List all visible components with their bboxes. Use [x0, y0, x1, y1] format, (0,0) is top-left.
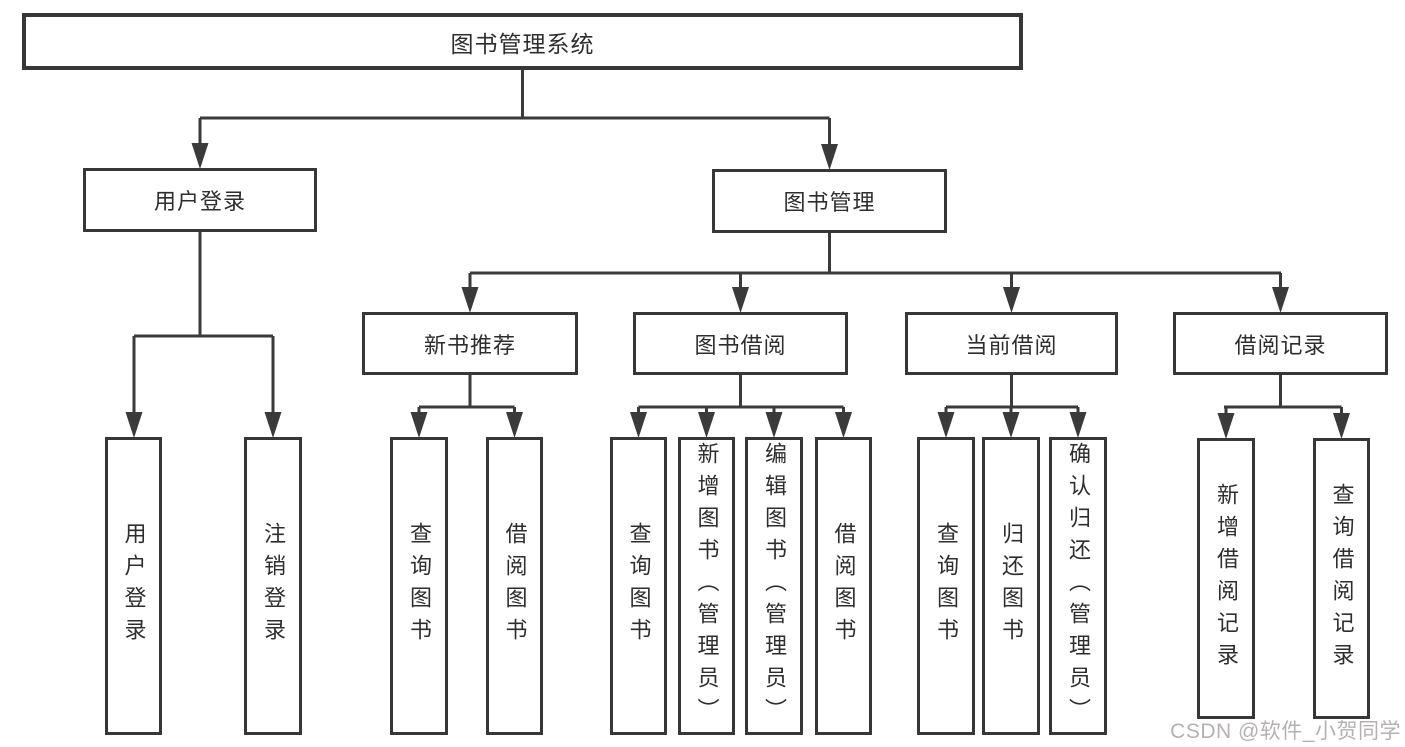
- connector-root-to-level2: [200, 70, 830, 120]
- node-book-management: 图书管理: [712, 169, 947, 233]
- arrowhead-icon: [765, 412, 783, 438]
- leaf-label: 归还图书: [999, 522, 1024, 650]
- node-label: 借阅记录: [1234, 332, 1327, 358]
- leaf-query-borrow-record: 查询借阅记录: [1313, 438, 1370, 719]
- leaf-add-book-admin: 新增图书（管理员）: [678, 437, 735, 735]
- arrowhead-icon: [461, 287, 479, 313]
- arrowhead-icon: [732, 287, 749, 313]
- leaf-label: 编辑图书（管理员）: [762, 442, 787, 730]
- arrowhead-icon: [1002, 412, 1020, 438]
- connector-userlogin-to-leaves: [134, 232, 273, 338]
- arrowhead-icon: [835, 412, 852, 438]
- leaf-query-books-3: 查询图书: [917, 437, 975, 735]
- leaf-query-books-1: 查询图书: [390, 437, 448, 735]
- leaf-confirm-return-admin: 确认归还（管理员）: [1049, 437, 1107, 735]
- leaf-query-books-2: 查询图书: [610, 437, 667, 735]
- leaf-label: 查询图书: [407, 522, 432, 650]
- leaf-label: 查询图书: [934, 522, 959, 650]
- arrowhead-icon: [264, 412, 282, 438]
- node-current-borrow: 当前借阅: [905, 312, 1118, 375]
- leaf-label: 注销登录: [261, 522, 286, 650]
- node-label: 图书管理系统: [450, 30, 595, 57]
- arrowhead-icon: [821, 144, 838, 170]
- connector-level3-stubs: [468, 375, 1282, 407]
- connector-bookmgmt-to-level3: [470, 233, 1281, 275]
- leaf-label: 借阅图书: [502, 522, 528, 650]
- leaf-user-login: 用户登录: [105, 437, 162, 735]
- leaf-logout: 注销登录: [244, 437, 302, 735]
- node-label: 用户登录: [153, 189, 246, 214]
- leaf-label: 新增借阅记录: [1214, 482, 1239, 675]
- node-borrow-records: 借阅记录: [1173, 312, 1388, 375]
- node-label: 新书推荐: [423, 332, 516, 358]
- leaf-label: 用户登录: [121, 522, 147, 650]
- arrowhead-icon: [506, 412, 523, 438]
- node-user-login: 用户登录: [83, 168, 317, 232]
- leaf-return-book: 归还图书: [982, 437, 1040, 735]
- arrowhead-icon: [937, 412, 955, 438]
- leaf-borrow-books-2: 借阅图书: [815, 437, 872, 735]
- node-label: 图书借阅: [694, 332, 787, 358]
- arrowhead-icon: [630, 412, 647, 438]
- arrowhead-icon: [698, 412, 715, 438]
- arrowhead-icon: [1333, 413, 1350, 439]
- arrowhead-icon: [125, 412, 143, 438]
- arrowhead-icon: [1272, 287, 1289, 313]
- leaf-label: 借阅图书: [831, 522, 857, 650]
- leaf-label: 确认归还（管理员）: [1066, 442, 1091, 730]
- arrowhead-icon: [1217, 413, 1235, 439]
- leaf-label: 查询借阅记录: [1329, 482, 1355, 675]
- arrowhead-icon: [1003, 287, 1020, 313]
- leaf-label: 查询图书: [626, 522, 652, 650]
- node-label: 当前借阅: [965, 332, 1058, 358]
- node-new-book-recommend: 新书推荐: [362, 312, 578, 375]
- node-book-borrow: 图书借阅: [633, 312, 848, 375]
- arrowhead-icon: [1069, 412, 1087, 438]
- leaf-add-borrow-record: 新增借阅记录: [1197, 438, 1255, 719]
- node-library-management-system: 图书管理系统: [22, 13, 1023, 70]
- leaf-borrow-books-1: 借阅图书: [486, 437, 543, 735]
- leaf-label: 新增图书（管理员）: [694, 442, 720, 730]
- leaf-edit-book-admin: 编辑图书（管理员）: [745, 437, 803, 735]
- node-label: 图书管理: [783, 190, 876, 215]
- arrowhead-icon: [410, 412, 428, 438]
- arrowhead-icon: [191, 143, 209, 169]
